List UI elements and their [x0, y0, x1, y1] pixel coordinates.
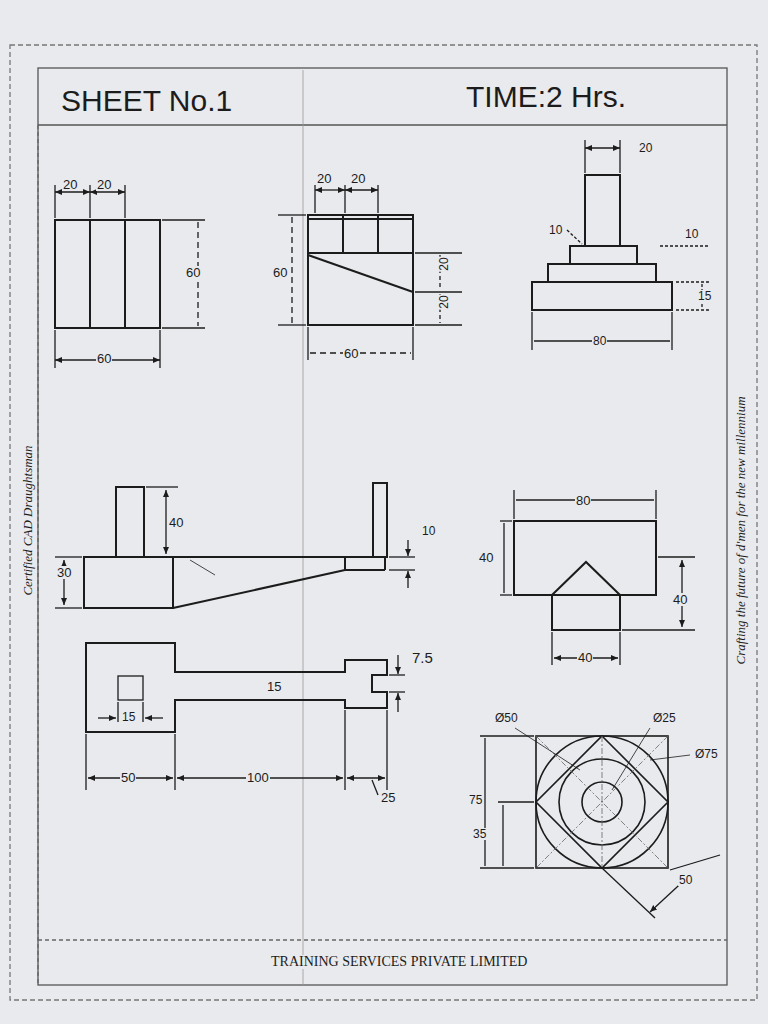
dimension-value: 40 — [577, 651, 593, 664]
dimension-value: 20 — [438, 256, 450, 271]
dimension-value: 50 — [678, 874, 693, 886]
side-note: Crafting the future of d'men for the new… — [734, 395, 747, 665]
dimension-value: 80 — [575, 494, 591, 507]
dimension-value: 15 — [697, 290, 712, 302]
dimension-value: 35 — [472, 828, 487, 840]
side-note: Certified CAD Draughtsman — [21, 444, 34, 596]
dimension-value: 10 — [421, 525, 436, 537]
dimension-value: 60 — [185, 266, 201, 279]
dimension-value: 20 — [638, 142, 653, 154]
dimension-value: 20 — [438, 294, 450, 309]
dimension-value: 60 — [96, 352, 112, 365]
sheet-time: TIME:2 Hrs. — [465, 82, 627, 112]
dimension-value: 20 — [96, 178, 112, 191]
dimension-value: 10 — [684, 228, 699, 240]
dimension-value: 50 — [120, 771, 136, 784]
dimension-value: 20 — [62, 178, 78, 191]
dimension-value: Ø25 — [652, 712, 677, 724]
dimension-value: 60 — [272, 266, 288, 279]
footer-company: TRAINING SERVICES PRIVATE LIMITED — [270, 955, 528, 969]
dimension-value: 20 — [316, 172, 332, 185]
dimension-value: 20 — [350, 172, 366, 185]
dimension-value: 40 — [672, 593, 688, 606]
dimension-value: 40 — [478, 551, 494, 564]
dimension-value: 60 — [343, 347, 359, 360]
dimension-value: 40 — [168, 516, 184, 529]
dimension-value: 7.5 — [411, 650, 434, 665]
dimension-value: 25 — [380, 791, 396, 804]
dimension-value: 80 — [592, 335, 607, 347]
dimension-value: Ø75 — [694, 748, 719, 760]
dimension-value: 15 — [121, 711, 136, 723]
sheet-title: SHEET No.1 — [60, 86, 233, 116]
dimension-value: 30 — [56, 566, 72, 579]
dimension-value: 100 — [246, 771, 270, 784]
dimension-value: 15 — [266, 680, 282, 693]
dimension-value: Ø50 — [494, 712, 519, 724]
dimension-value: 10 — [548, 224, 563, 236]
dimension-value: 75 — [468, 794, 483, 806]
